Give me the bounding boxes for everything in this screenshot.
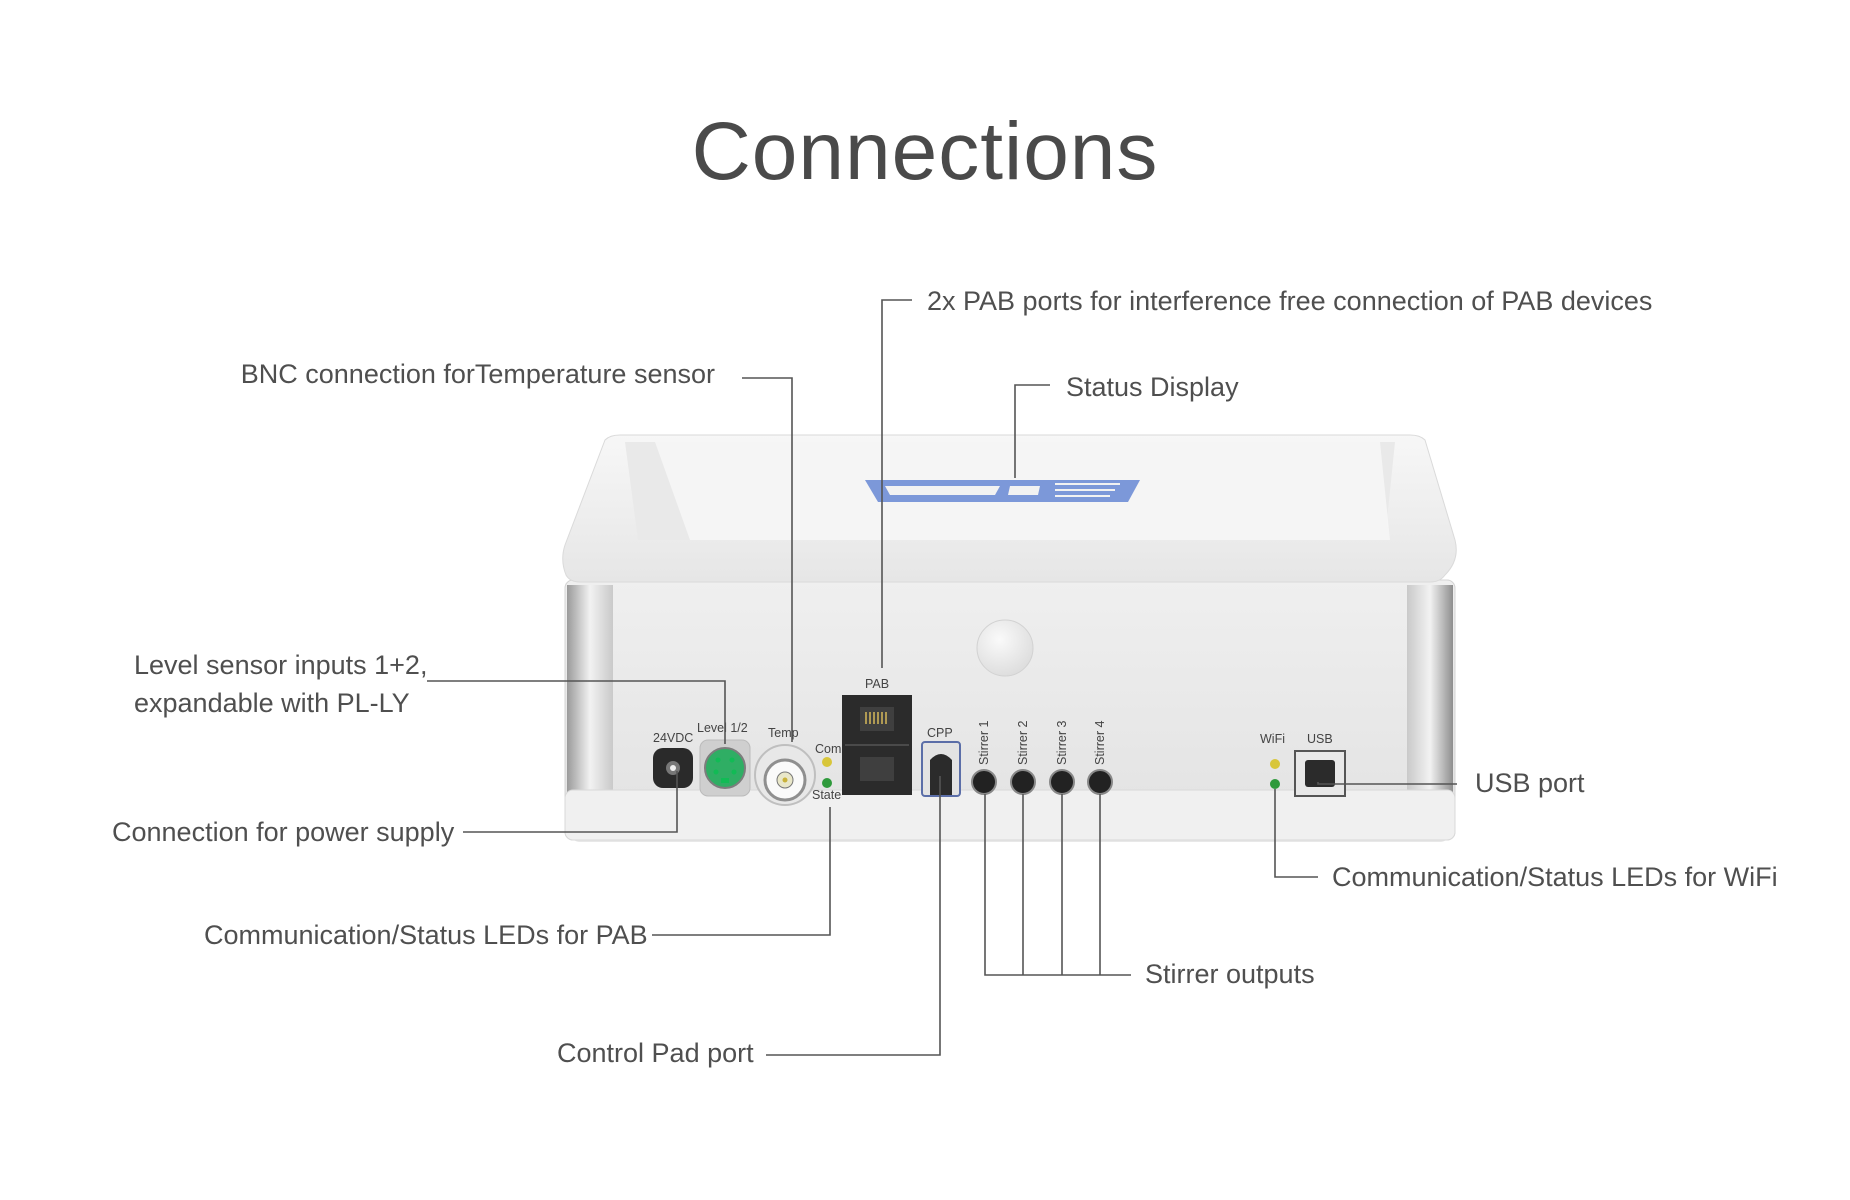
page-title: Connections bbox=[691, 106, 1159, 197]
callout-wifi-leds: Communication/Status LEDs for WiFi bbox=[1332, 862, 1778, 892]
wifi-state-led bbox=[1270, 779, 1280, 789]
device-bottom-lip bbox=[564, 789, 1456, 841]
device: 24VDC Level 1/2 Temp Com State PAB bbox=[562, 434, 1457, 842]
stirrer1-label: Stirrer 1 bbox=[977, 721, 991, 766]
stirrer-output-2 bbox=[1010, 769, 1036, 795]
callout-level-line2: expandable with PL-LY bbox=[134, 688, 410, 718]
stirrer-output-3 bbox=[1049, 769, 1075, 795]
wifi-label: WiFi bbox=[1260, 732, 1285, 746]
callout-level: Level sensor inputs 1+2, expandable with… bbox=[134, 646, 427, 722]
stirrer2-label: Stirrer 2 bbox=[1016, 721, 1030, 766]
state-label: State bbox=[812, 788, 841, 802]
brand-logo-icon bbox=[865, 480, 1140, 502]
cpp-label: CPP bbox=[927, 726, 953, 740]
stirrer3-label: Stirrer 3 bbox=[1055, 721, 1069, 766]
callout-stirrers: Stirrer outputs bbox=[1145, 959, 1315, 989]
callout-power: Connection for power supply bbox=[112, 817, 455, 847]
leader-lines bbox=[427, 299, 1457, 1056]
dc-label: 24VDC bbox=[653, 731, 693, 745]
callout-control-pad: Control Pad port bbox=[557, 1038, 754, 1068]
usb-label: USB bbox=[1307, 732, 1333, 746]
stirrer-output-4 bbox=[1087, 769, 1113, 795]
front-button bbox=[976, 619, 1034, 677]
callout-bnc: BNC connection forTemperature sensor bbox=[240, 359, 715, 389]
callout-level-line1: Level sensor inputs 1+2, bbox=[134, 650, 428, 680]
device-right-side bbox=[1407, 585, 1453, 795]
callout-usb: USB port bbox=[1475, 768, 1585, 798]
pab-com-led bbox=[822, 757, 832, 767]
callout-status-display: Status Display bbox=[1066, 372, 1239, 402]
device-left-side bbox=[567, 585, 613, 795]
stirrer-output-1 bbox=[971, 769, 997, 795]
pab-state-led bbox=[822, 778, 832, 788]
level-label: Level 1/2 bbox=[697, 721, 748, 735]
stirrer4-label: Stirrer 4 bbox=[1093, 721, 1107, 766]
pab-label: PAB bbox=[865, 677, 889, 691]
callout-pab-ports: 2x PAB ports for interference free conne… bbox=[927, 286, 1653, 316]
temp-label: Temp bbox=[768, 726, 799, 740]
callout-pab-leds: Communication/Status LEDs for PAB bbox=[204, 920, 648, 950]
level-port bbox=[704, 747, 746, 789]
wifi-com-led bbox=[1270, 759, 1280, 769]
com-label: Com bbox=[815, 742, 841, 756]
